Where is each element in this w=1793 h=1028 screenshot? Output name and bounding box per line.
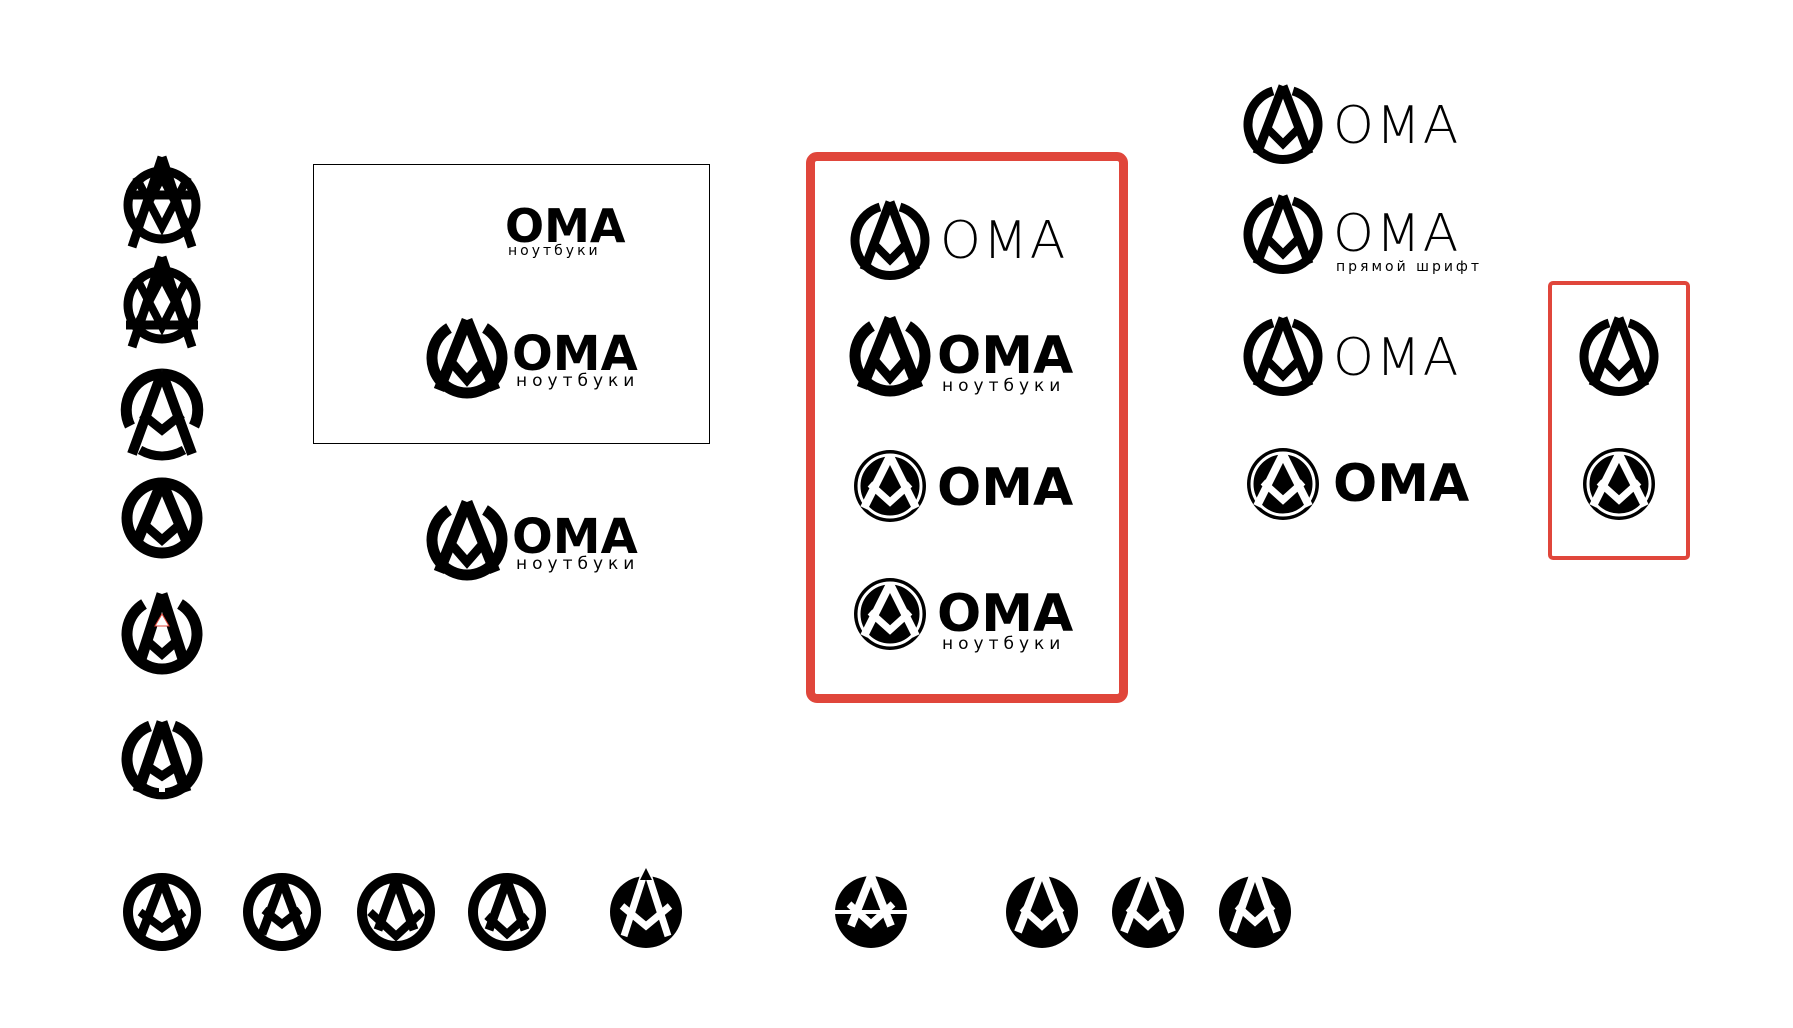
framed-sheet bbox=[313, 164, 710, 444]
right-monogram-2-icon bbox=[1243, 194, 1323, 274]
selected-mark-solid-icon bbox=[1583, 448, 1655, 520]
monogram-variant-2-icon bbox=[123, 255, 201, 349]
standalone-wordmark: OMA bbox=[512, 509, 638, 565]
monogram-variant-3-icon bbox=[120, 368, 204, 461]
monogram-variant-6-icon bbox=[121, 720, 203, 800]
standalone-monogram-icon bbox=[426, 499, 508, 581]
selected-monogram-2-icon bbox=[849, 315, 931, 397]
bottom-mark-1-icon bbox=[123, 873, 201, 951]
bottom-mark-4-icon bbox=[468, 873, 546, 951]
right-wordmark-2: OMA bbox=[1333, 204, 1461, 264]
selected-monogram-3-icon bbox=[854, 450, 926, 522]
selected-lockups-frame[interactable] bbox=[806, 152, 1128, 703]
monogram-variant-1-icon bbox=[123, 155, 201, 249]
selected-mark-line-icon bbox=[1579, 316, 1659, 396]
bottom-mark-3-icon bbox=[357, 873, 435, 951]
right-monogram-1-icon bbox=[1243, 84, 1323, 164]
sheet-tagline-bottom: ноутбуки bbox=[516, 371, 640, 391]
sheet-monogram-icon bbox=[426, 317, 508, 399]
selected-wordmark-2: OMA bbox=[937, 326, 1074, 386]
selected-monogram-1-icon bbox=[850, 200, 930, 280]
bottom-mark-5-icon bbox=[610, 866, 682, 948]
selected-tagline-4: ноутбуки bbox=[942, 634, 1066, 654]
sheet-wordmark-bottom: OMA bbox=[512, 326, 638, 382]
selected-monogram-4-icon bbox=[854, 578, 926, 650]
monogram-variant-5-icon bbox=[121, 592, 203, 675]
bottom-mark-6-icon bbox=[835, 874, 907, 948]
standalone-tagline: ноутбуки bbox=[516, 554, 640, 574]
selected-wordmark-3: OMA bbox=[937, 458, 1074, 518]
selected-marks-frame[interactable] bbox=[1548, 281, 1690, 560]
bottom-mark-2-icon bbox=[243, 873, 321, 951]
right-monogram-4-icon bbox=[1247, 448, 1319, 520]
bottom-mark-7-icon bbox=[1006, 868, 1078, 948]
right-wordmark-1: OMA bbox=[1333, 96, 1461, 156]
selected-tagline-2: ноутбуки bbox=[942, 376, 1066, 396]
right-tagline-2: прямой шрифт bbox=[1336, 259, 1483, 275]
monogram-variant-4-icon bbox=[121, 477, 203, 559]
selected-wordmark-4: OMA bbox=[937, 584, 1074, 644]
sheet-wordmark-top: OMA bbox=[505, 199, 626, 253]
sheet-tagline-top: ноутбуки bbox=[508, 243, 601, 259]
bottom-mark-8-icon bbox=[1112, 868, 1184, 948]
right-wordmark-3: OMA bbox=[1333, 328, 1461, 388]
right-wordmark-4: OMA bbox=[1333, 454, 1470, 514]
bottom-mark-9-icon bbox=[1219, 868, 1291, 948]
selected-wordmark-1: OMA bbox=[940, 211, 1068, 271]
right-monogram-3-icon bbox=[1243, 316, 1323, 396]
